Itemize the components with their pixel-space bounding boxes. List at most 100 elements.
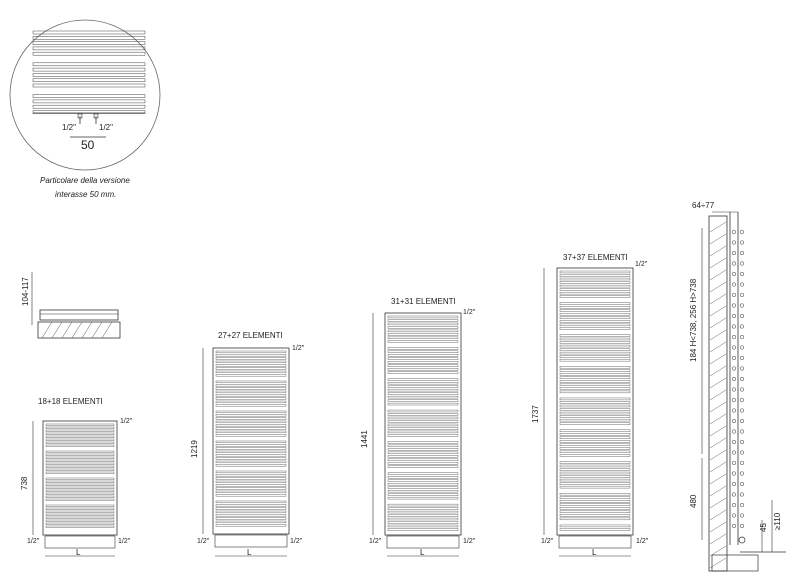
- radiator-bar: [559, 295, 631, 298]
- radiator-bar: [559, 514, 631, 517]
- hatch-line: [709, 329, 727, 341]
- radiator-37-width-label: L: [592, 548, 597, 557]
- radiator-bar: [559, 443, 631, 446]
- radiator-bar: [45, 510, 115, 513]
- radiator-37-frame: [556, 267, 634, 536]
- tube-section: [731, 502, 737, 508]
- hatch-line: [709, 341, 727, 353]
- radiator-bar: [559, 485, 631, 489]
- radiator-bar: [559, 447, 631, 450]
- radiator-31-width-label: L: [420, 548, 425, 557]
- radiator-bar: [559, 510, 631, 513]
- radiator-27: 27+27 ELEMENTI 1/2" 1219 1/2" 1/2" L: [190, 331, 305, 557]
- tube-section: [739, 439, 745, 445]
- side-detail-bar: [39, 309, 119, 321]
- radiator-bar: [559, 277, 631, 281]
- tube-section: [731, 523, 737, 529]
- tube-section: [739, 261, 745, 266]
- profile-floor-label: ≥110: [773, 512, 782, 530]
- hatch-line: [709, 497, 727, 509]
- radiator-18-valve-top: 1/2": [120, 418, 133, 425]
- radiator-bar: [215, 520, 287, 524]
- radiator-bar: [559, 306, 631, 309]
- radiator-bar: [559, 440, 631, 443]
- radiator-37-elements-label: 37+37 ELEMENTI: [563, 253, 628, 262]
- radiator-18-valve-right: 1/2": [118, 538, 131, 545]
- radiator-bar: [559, 302, 631, 305]
- radiator-bar: [559, 454, 631, 457]
- radiator-31-elements-label: 31+31 ELEMENTI: [391, 297, 456, 306]
- hatch-line: [709, 401, 727, 413]
- radiator-bar: [387, 441, 459, 444]
- side-detail-wall-hatch: [41, 321, 113, 339]
- radiator-18-base: [44, 535, 116, 549]
- tube-section: [739, 240, 745, 245]
- radiator-bar: [215, 477, 287, 480]
- radiator-bar: [559, 313, 631, 316]
- radiator-bar: [45, 435, 115, 438]
- radiator-bar: [559, 524, 631, 528]
- tube-section: [739, 408, 745, 413]
- radiator-bar: [559, 418, 631, 422]
- radiator-bar: [45, 483, 115, 486]
- radiator-bar: [45, 444, 115, 447]
- radiator-bar: [387, 416, 459, 420]
- radiator-bar: [45, 480, 115, 483]
- detail-bar: [32, 78, 146, 82]
- radiator-bar: [215, 390, 287, 394]
- detail-bar: [32, 62, 146, 67]
- radiator-bar: [215, 444, 287, 447]
- radiator-bar: [45, 426, 115, 429]
- radiator-bar: [215, 354, 287, 357]
- tube-section: [739, 282, 745, 287]
- hatch-line: [709, 269, 727, 281]
- radiator-bar: [559, 517, 631, 521]
- hatch-line: [709, 449, 727, 461]
- detail-bar: [32, 51, 146, 56]
- radiator-bar: [387, 381, 459, 385]
- radiator-bar: [559, 450, 631, 454]
- radiator-bar: [387, 392, 459, 395]
- radiator-bar: [215, 370, 287, 374]
- hatch-line: [709, 353, 727, 365]
- radiator-bar: [215, 514, 287, 517]
- hatch-line: [709, 317, 727, 329]
- tube-section: [731, 345, 737, 350]
- radiator-31-base: [386, 535, 460, 549]
- tube-section: [739, 313, 745, 319]
- radiator-37-valve-top: 1/2": [635, 261, 648, 268]
- tube-section: [731, 513, 737, 518]
- radiator-bar: [387, 510, 459, 514]
- tube-section: [731, 355, 737, 361]
- radiator-bar: [559, 291, 631, 295]
- detail-bar: [32, 94, 146, 98]
- profile-depth-label: 64÷77: [692, 201, 715, 210]
- radiator-bar: [387, 479, 459, 482]
- radiator-bar: [387, 472, 459, 475]
- radiator-bar: [387, 402, 459, 406]
- radiator-bar: [559, 401, 631, 404]
- radiator-18-frame: [42, 420, 118, 536]
- radiator-31-valve-left: 1/2": [369, 538, 382, 545]
- detail-bar: [32, 73, 146, 77]
- radiator-bar: [215, 357, 287, 360]
- hatch-line: [709, 293, 727, 305]
- hatch-line: [709, 305, 727, 317]
- radiator-bar: [215, 427, 287, 430]
- radiator-bar: [45, 492, 115, 495]
- radiator-bar: [559, 334, 631, 337]
- radiator-bar: [45, 513, 115, 516]
- radiator-bar: [559, 422, 631, 425]
- radiator-bar: [45, 465, 115, 468]
- radiator-bar: [559, 496, 631, 499]
- radiator-bar: [215, 507, 287, 510]
- radiator-bar: [215, 367, 287, 370]
- radiator-bar: [559, 478, 631, 482]
- tube-section: [731, 418, 737, 424]
- tube-section: [739, 513, 745, 518]
- radiator-bar: [559, 316, 631, 319]
- radiator-bar: [215, 350, 287, 354]
- radiator-27-height-label: 1219: [190, 440, 199, 458]
- radiator-bar: [45, 477, 115, 480]
